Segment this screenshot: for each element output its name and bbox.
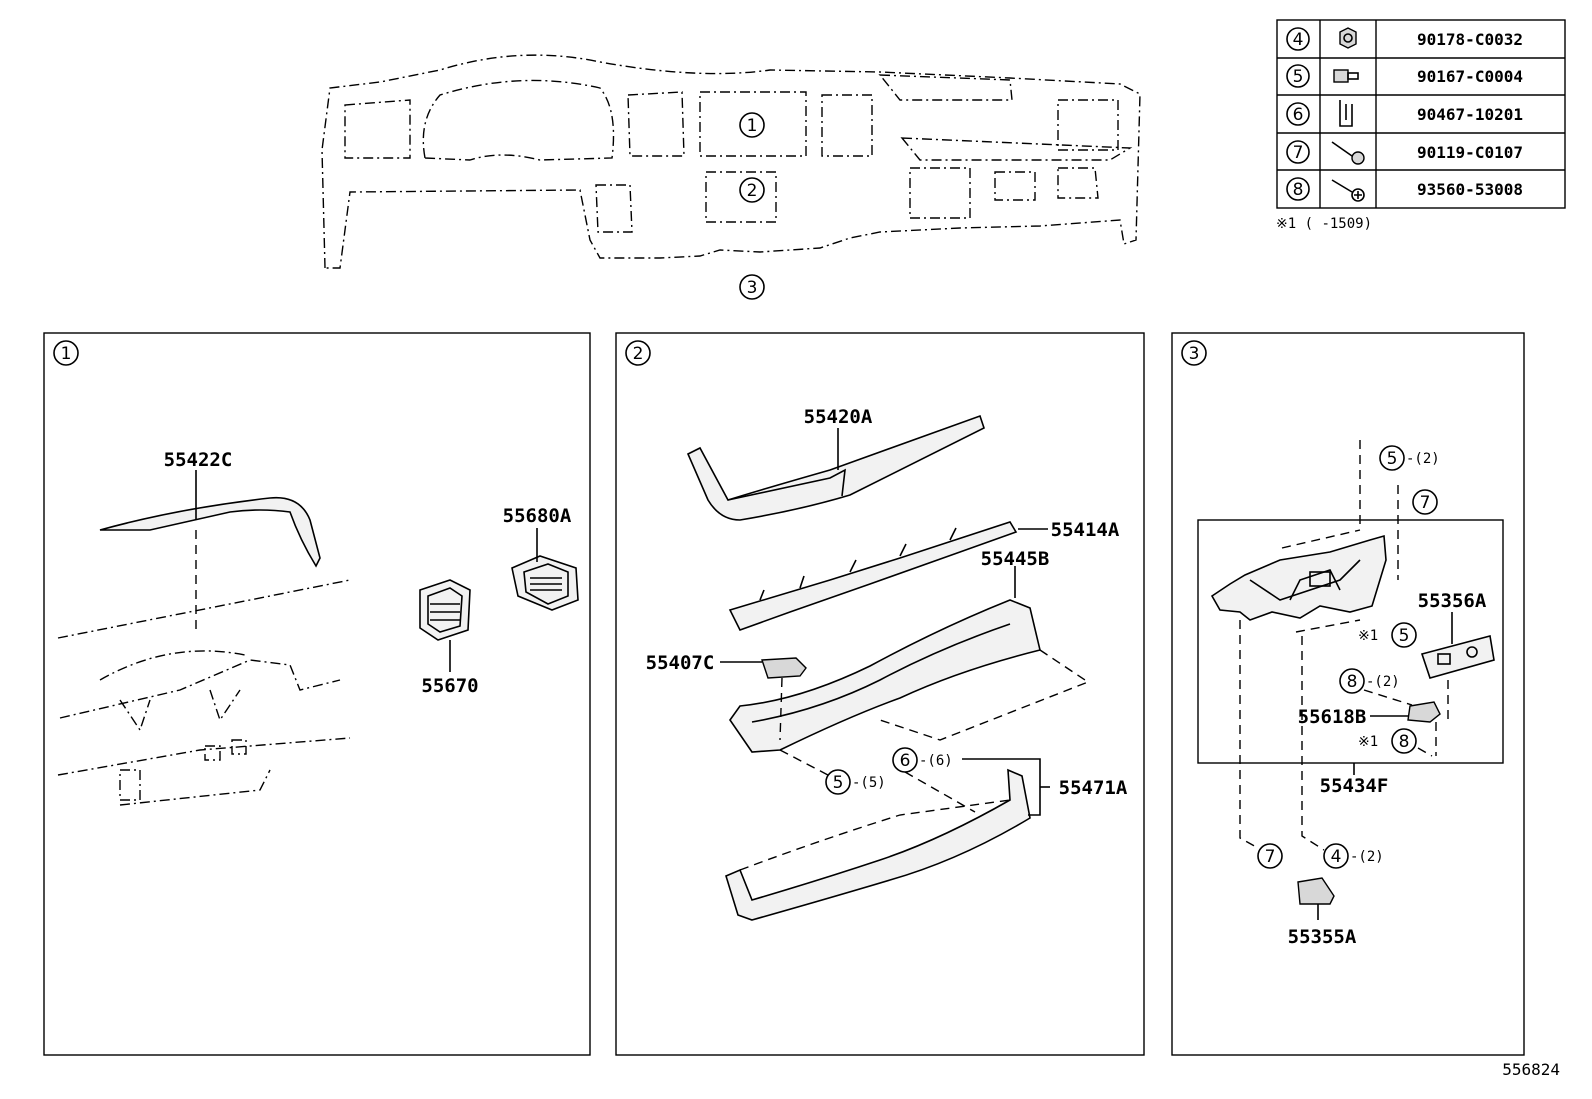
part-55422C <box>99 496 321 568</box>
ref-qty: -(2) <box>1406 451 1440 467</box>
part-55420A <box>686 414 985 521</box>
part-55471A <box>725 768 1031 921</box>
part-number: 93560-53008 <box>1417 180 1523 199</box>
label-55407C: 55407C <box>646 652 715 674</box>
part-55356A <box>1420 635 1495 679</box>
part-55670 <box>419 579 471 641</box>
label-55445B: 55445B <box>981 548 1050 570</box>
label-55618B: 55618B <box>1298 706 1367 728</box>
part-number: 90467-10201 <box>1417 105 1523 124</box>
overview-callout-1: 1 <box>747 116 758 136</box>
table-row: 6 90467-10201 <box>1286 100 1523 127</box>
ref-key: 7 <box>1420 493 1431 513</box>
ref-qty: -(2) <box>1366 674 1400 690</box>
ref-key: 8 <box>1347 672 1358 692</box>
label-55670: 55670 <box>421 675 478 697</box>
ref-key: 8 <box>1399 732 1410 752</box>
panel-2-key: 2 <box>633 344 644 364</box>
overview-callout-2: 2 <box>747 181 758 201</box>
part-number: 90167-C0004 <box>1417 67 1523 86</box>
ref-qty: -(2) <box>1350 849 1384 865</box>
part-number: 90119-C0107 <box>1417 143 1523 162</box>
panel-2: 2 55420A 55414A 55445B 55407C <box>615 332 1145 1056</box>
row-key: 6 <box>1293 105 1304 125</box>
fastener-table: 4 90178-C0032 5 90167-C0004 6 90467-102 <box>1276 19 1566 232</box>
label-55422C: 55422C <box>164 449 233 471</box>
table-row: 5 90167-C0004 <box>1286 64 1523 88</box>
row-key: 8 <box>1293 180 1304 200</box>
table-row: 4 90178-C0032 <box>1286 27 1523 51</box>
screw-washer-icon <box>1331 141 1365 165</box>
panel-1-key: 1 <box>61 344 72 364</box>
ref-key: 5 <box>833 773 844 793</box>
label-55414A: 55414A <box>1051 519 1120 541</box>
label-55356A: 55356A <box>1418 590 1487 612</box>
table-row: 8 93560-53008 <box>1286 177 1523 202</box>
ref-key: 4 <box>1331 847 1342 867</box>
nut-icon <box>1339 27 1357 49</box>
part-55680A <box>511 555 579 611</box>
panel-3: 3 5 -(2) 7 ※1 5 55356A <box>1171 332 1525 1056</box>
ref-note: ※1 <box>1358 734 1378 750</box>
dashboard-overview: 1 2 3 <box>321 54 1141 300</box>
row-key: 7 <box>1293 143 1304 163</box>
ref-key: 5 <box>1399 626 1410 646</box>
bolt-icon <box>1333 69 1359 83</box>
ref-qty: -(5) <box>852 775 886 791</box>
panel-3-key: 3 <box>1189 344 1200 364</box>
tapping-screw-icon <box>1331 179 1365 202</box>
diagram-id: 556824 <box>1502 1060 1560 1079</box>
panel-1: 1 55422C 55680A 55670 <box>43 332 591 1056</box>
part-55434F <box>1210 534 1387 621</box>
label-55471A: 55471A <box>1059 777 1128 799</box>
label-55355A: 55355A <box>1288 926 1357 948</box>
part-number: 90178-C0032 <box>1417 30 1523 49</box>
ref-key: 5 <box>1387 449 1398 469</box>
footnote: ※1 ( -1509) <box>1276 216 1372 232</box>
ref-key: 6 <box>900 751 911 771</box>
row-key: 4 <box>1293 30 1304 50</box>
label-55434F: 55434F <box>1320 775 1389 797</box>
clip-icon <box>1339 100 1353 127</box>
overview-callout-3: 3 <box>747 278 758 298</box>
part-55445B <box>729 599 1041 753</box>
part-55355A <box>1297 877 1335 905</box>
part-55414A <box>728 521 1018 631</box>
ref-note: ※1 <box>1358 628 1378 644</box>
table-row: 7 90119-C0107 <box>1286 140 1523 165</box>
part-55618B <box>1407 701 1441 723</box>
label-55420A: 55420A <box>804 406 873 428</box>
part-55407C <box>761 657 807 679</box>
label-55680A: 55680A <box>503 505 572 527</box>
ref-key: 7 <box>1265 847 1276 867</box>
row-key: 5 <box>1293 67 1304 87</box>
ref-qty: -(6) <box>919 753 953 769</box>
